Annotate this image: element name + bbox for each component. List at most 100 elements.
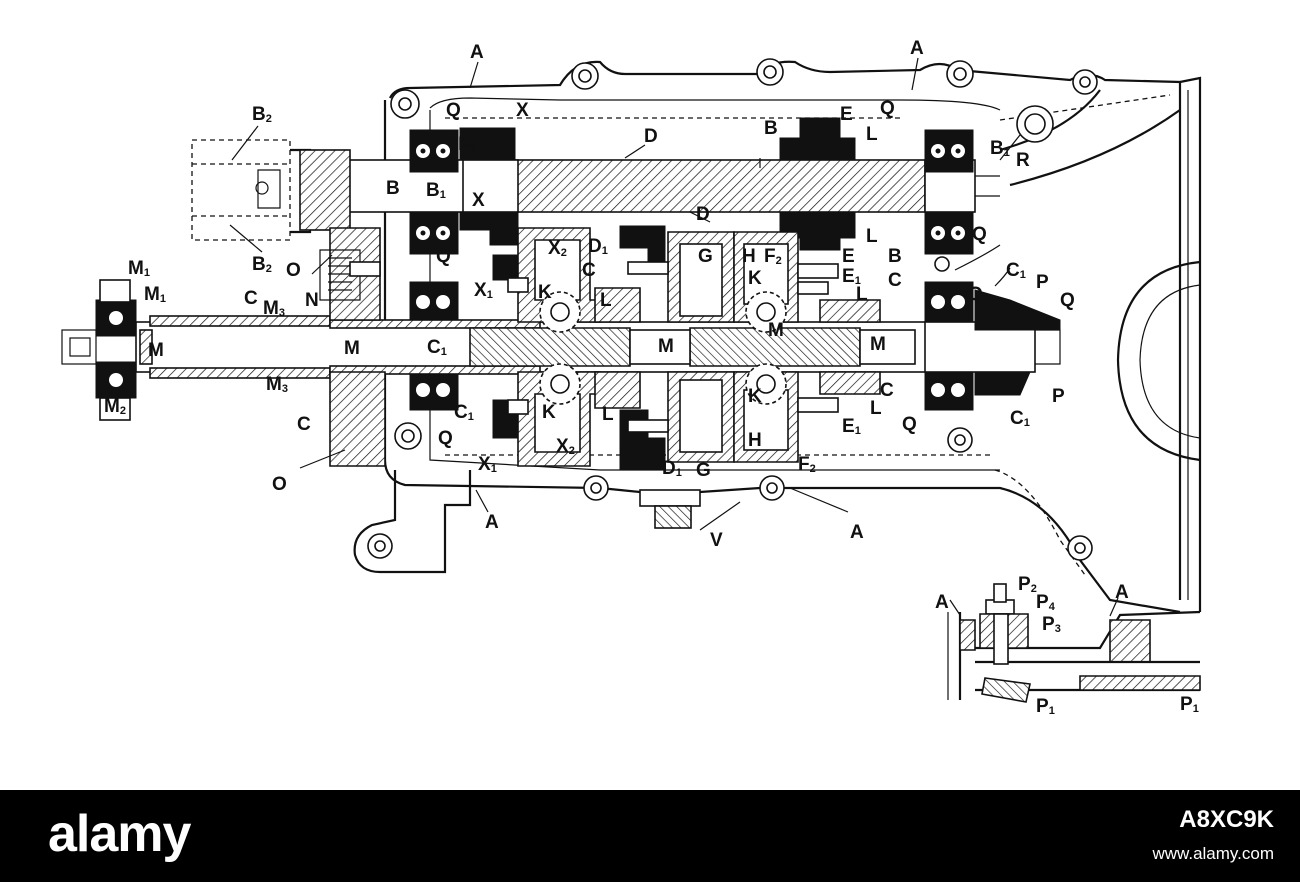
part-label-r: R — [1016, 150, 1030, 171]
part-label-e1: E1 — [842, 266, 861, 287]
part-label-c1: C1 — [1010, 408, 1030, 429]
part-label-q: Q — [968, 284, 983, 305]
part-label-m3: M3 — [266, 374, 288, 395]
part-label-c: C — [880, 380, 894, 401]
part-label-m1: M1 — [128, 258, 150, 279]
roller-bearings — [539, 291, 787, 405]
part-label-p2: P2 — [1018, 574, 1037, 595]
leader-lines — [229, 57, 1119, 617]
part-label-o: O — [272, 474, 287, 495]
part-label-x: X — [472, 190, 485, 211]
layshaft-d — [344, 159, 1000, 213]
part-label-q: Q — [902, 414, 917, 435]
part-label-c1: C1 — [454, 402, 474, 423]
part-label-v: V — [710, 530, 723, 551]
part-label-b: B — [386, 178, 400, 199]
part-label-d1: D1 — [588, 236, 608, 257]
part-label-x1: X1 — [478, 454, 497, 475]
brand-logo: alamy — [48, 805, 191, 863]
left-coupling — [191, 139, 351, 241]
part-label-d1: D1 — [662, 458, 682, 479]
part-label-m3: M3 — [263, 298, 285, 319]
part-label-c1: C1 — [1006, 260, 1026, 281]
part-label-p3: P3 — [1042, 614, 1061, 635]
part-label-k: K — [538, 282, 552, 303]
part-label-b1: B1 — [990, 138, 1010, 159]
part-label-b: B — [764, 118, 778, 139]
part-label-e: E — [840, 104, 853, 125]
part-label-o: O — [286, 260, 301, 281]
part-label-c: C — [244, 288, 258, 309]
part-label-m: M — [870, 334, 886, 355]
part-label-c: C — [888, 270, 902, 291]
watermark-footer: alamy A8XC9K www.alamy.com — [0, 790, 1300, 882]
part-label-x2: X2 — [556, 436, 575, 457]
part-label-f2: F2 — [798, 454, 816, 475]
part-label-b2: B2 — [252, 254, 272, 275]
part-label-k: K — [748, 268, 762, 289]
part-label-l: L — [870, 398, 882, 419]
part-label-m: M — [768, 320, 784, 341]
part-label-m: M — [148, 340, 164, 361]
part-label-q: Q — [880, 98, 895, 119]
part-label-b1: B1 — [458, 134, 478, 155]
part-label-a: A — [1115, 582, 1129, 603]
bolts-and-studs — [319, 227, 1061, 467]
part-label-m1: M1 — [144, 284, 166, 305]
part-label-a: A — [935, 592, 949, 613]
sliding-gears — [517, 227, 881, 467]
part-label-a: A — [850, 522, 864, 543]
part-label-c: C — [297, 414, 311, 435]
part-label-l: L — [600, 290, 612, 311]
part-label-n: N — [305, 290, 319, 311]
part-label-p: P — [1052, 386, 1065, 407]
part-label-l: L — [866, 226, 878, 247]
part-label-p1: P1 — [1180, 694, 1199, 715]
part-label-q: Q — [446, 100, 461, 121]
part-label-d: D — [696, 204, 710, 225]
image-id: A8XC9K — [1179, 806, 1274, 833]
part-label-k: K — [748, 386, 762, 407]
part-label-m2: M2 — [104, 396, 126, 417]
part-label-b1: B1 — [426, 180, 446, 201]
part-label-e1: E1 — [842, 416, 861, 437]
part-label-h: H — [748, 430, 762, 451]
part-label-g: G — [698, 246, 713, 267]
part-label-b2: B2 — [252, 104, 272, 125]
part-label-q: Q — [436, 246, 451, 267]
part-label-m: M — [344, 338, 360, 359]
part-label-l: L — [866, 124, 878, 145]
part-label-h: H — [742, 246, 756, 267]
part-label-q: Q — [972, 224, 987, 245]
part-label-c1: C1 — [427, 337, 447, 358]
part-label-p1: P1 — [1036, 696, 1055, 717]
part-label-x2: X2 — [548, 238, 567, 259]
part-label-d: D — [644, 126, 658, 147]
main-shaft — [61, 315, 1061, 379]
part-label-f2: F2 — [764, 246, 782, 267]
part-label-b: B — [888, 246, 902, 267]
part-label-p: P — [1036, 272, 1049, 293]
ball-bearings — [95, 129, 974, 411]
part-label-l: L — [602, 404, 614, 425]
part-label-q: Q — [1060, 290, 1075, 311]
part-label-k: K — [542, 402, 556, 423]
part-label-p4: P4 — [1036, 592, 1056, 613]
part-label-l: L — [856, 284, 868, 305]
part-label-q: Q — [438, 428, 453, 449]
gearbox-diagram-svg: AAAAAAB2B2BB1B1BBB1QQQQQQQQXXX1X1X2X2DDD… — [61, 38, 1202, 717]
part-label-a: A — [910, 38, 924, 59]
part-label-e: E — [842, 246, 855, 267]
site-url: www.alamy.com — [1152, 844, 1274, 863]
part-label-x: X — [516, 100, 529, 121]
part-label-a: A — [470, 42, 484, 63]
part-label-x1: X1 — [474, 280, 493, 301]
end-collar — [99, 279, 131, 421]
part-label-a: A — [485, 512, 499, 533]
part-label-m: M — [658, 336, 674, 357]
part-label-c: C — [582, 260, 596, 281]
layshaft-gears — [459, 117, 856, 471]
part-label-g: G — [696, 460, 711, 481]
